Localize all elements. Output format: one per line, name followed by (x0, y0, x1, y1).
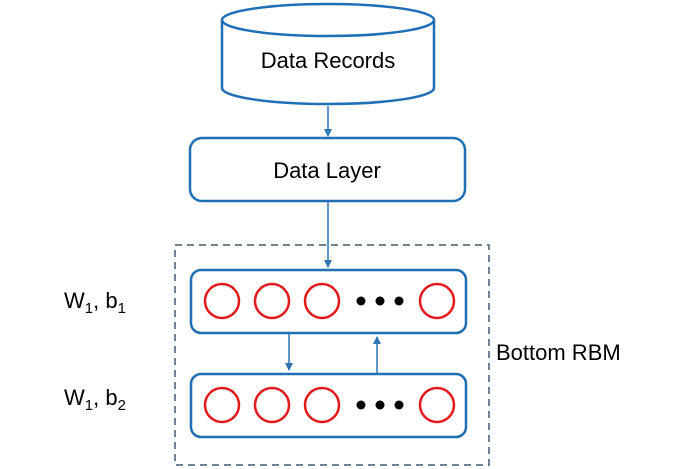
ellipsis-dot (394, 400, 404, 410)
unit-circle (253, 386, 291, 424)
unit-circle (203, 282, 241, 320)
top-layer-parameter-label: W1, b1 (64, 288, 126, 317)
unit-circle (203, 386, 241, 424)
unit-circle (418, 282, 456, 320)
bottom-layer-parameter-label: W1, b2 (64, 385, 126, 414)
ellipsis-dot (375, 400, 385, 410)
rbm-bottom-layer (189, 372, 468, 439)
data-layer-rect (188, 136, 467, 203)
cylinder-body (220, 20, 436, 106)
bottom-rbm-dashed-group (174, 244, 490, 466)
ellipsis-dot (356, 296, 366, 306)
bottom-rbm-label: Bottom RBM (496, 340, 621, 365)
unit-circle (303, 386, 341, 424)
ellipsis-dot (356, 400, 366, 410)
ellipsis-dot (375, 296, 385, 306)
ellipsis-dot (394, 296, 404, 306)
unit-circle (253, 282, 291, 320)
rbm-top-layer (189, 268, 468, 335)
cylinder-top (220, 2, 436, 38)
data-layer-label: Data Layer (273, 158, 381, 183)
data-records-label: Data Records (261, 48, 396, 73)
unit-circle (303, 282, 341, 320)
data-records-cylinder: Data Records (220, 2, 436, 106)
unit-circle (418, 386, 456, 424)
data-layer-box: Data Layer (188, 136, 467, 203)
